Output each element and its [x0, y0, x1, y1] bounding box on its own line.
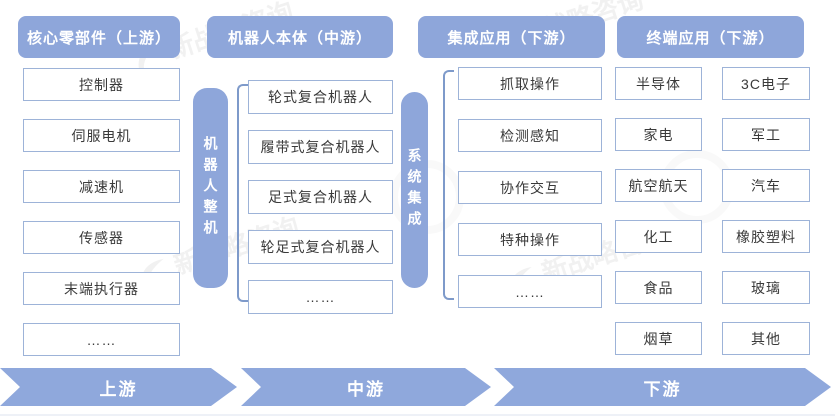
- header-terminal-application-downstream: 终端应用（下游）: [617, 16, 804, 58]
- upstream-box-sensor: 传感器: [23, 221, 180, 254]
- upstream-box-servo-motor: 伺服电机: [23, 119, 180, 152]
- midstream-box-legged-robot: 足式复合机器人: [248, 180, 393, 214]
- terminal-box-semiconductor: 半导体: [615, 67, 702, 100]
- terminal-box-tobacco: 烟草: [615, 322, 702, 355]
- terminal-box-aerospace: 航空航天: [615, 169, 702, 202]
- robot-whole-machine-bar: 机器人整机: [193, 88, 228, 288]
- terminal-apps-right-column: 3C电子 军工 汽车 橡胶塑料 玻璃 其他: [722, 67, 810, 355]
- terminal-box-3c-electronics: 3C电子: [722, 67, 810, 100]
- integration-group-bracket: [443, 70, 454, 300]
- header-robot-body-midstream: 机器人本体（中游）: [207, 16, 393, 58]
- midstream-box-ellipsis: ……: [248, 280, 393, 314]
- midstream-box-tracked-robot: 履带式复合机器人: [248, 130, 393, 164]
- terminal-box-rubber-plastics: 橡胶塑料: [722, 220, 810, 253]
- midstream-robots-column: 轮式复合机器人 履带式复合机器人 足式复合机器人 轮足式复合机器人 ……: [248, 80, 393, 314]
- header-core-components-upstream: 核心零部件（上游）: [18, 16, 180, 58]
- terminal-box-others: 其他: [722, 322, 810, 355]
- terminal-box-automobile: 汽车: [722, 169, 810, 202]
- upstream-components-column: 控制器 伺服电机 减速机 传感器 末端执行器 ……: [23, 68, 180, 356]
- integration-box-detection: 检测感知: [458, 119, 602, 152]
- upstream-box-controller: 控制器: [23, 68, 180, 101]
- flow-arrow-midstream: 中游: [241, 368, 491, 406]
- midstream-group-bracket: [237, 84, 248, 302]
- upstream-box-end-effector: 末端执行器: [23, 272, 180, 305]
- upstream-box-ellipsis: ……: [23, 323, 180, 356]
- flow-arrow-downstream: 下游: [494, 368, 831, 406]
- header-integrated-application-downstream: 集成应用（下游）: [418, 16, 605, 58]
- integration-box-collaboration: 协作交互: [458, 171, 602, 204]
- terminal-box-military: 军工: [722, 118, 810, 151]
- integration-box-grasping: 抓取操作: [458, 67, 602, 100]
- terminal-box-glass: 玻璃: [722, 271, 810, 304]
- terminal-box-chemical: 化工: [615, 220, 702, 253]
- integration-box-special-operation: 特种操作: [458, 223, 602, 256]
- terminal-apps-left-column: 半导体 家电 航空航天 化工 食品 烟草: [615, 67, 702, 355]
- terminal-box-home-appliance: 家电: [615, 118, 702, 151]
- terminal-box-food: 食品: [615, 271, 702, 304]
- integration-box-ellipsis: ……: [458, 275, 602, 308]
- system-integration-bar: 系统集成: [401, 92, 428, 288]
- bottom-divider: [0, 414, 835, 416]
- flow-arrow-upstream: 上游: [0, 368, 237, 406]
- integration-apps-column: 抓取操作 检测感知 协作交互 特种操作 ……: [458, 67, 602, 308]
- midstream-box-wheel-legged-robot: 轮足式复合机器人: [248, 230, 393, 264]
- midstream-box-wheeled-robot: 轮式复合机器人: [248, 80, 393, 114]
- upstream-box-reducer: 减速机: [23, 170, 180, 203]
